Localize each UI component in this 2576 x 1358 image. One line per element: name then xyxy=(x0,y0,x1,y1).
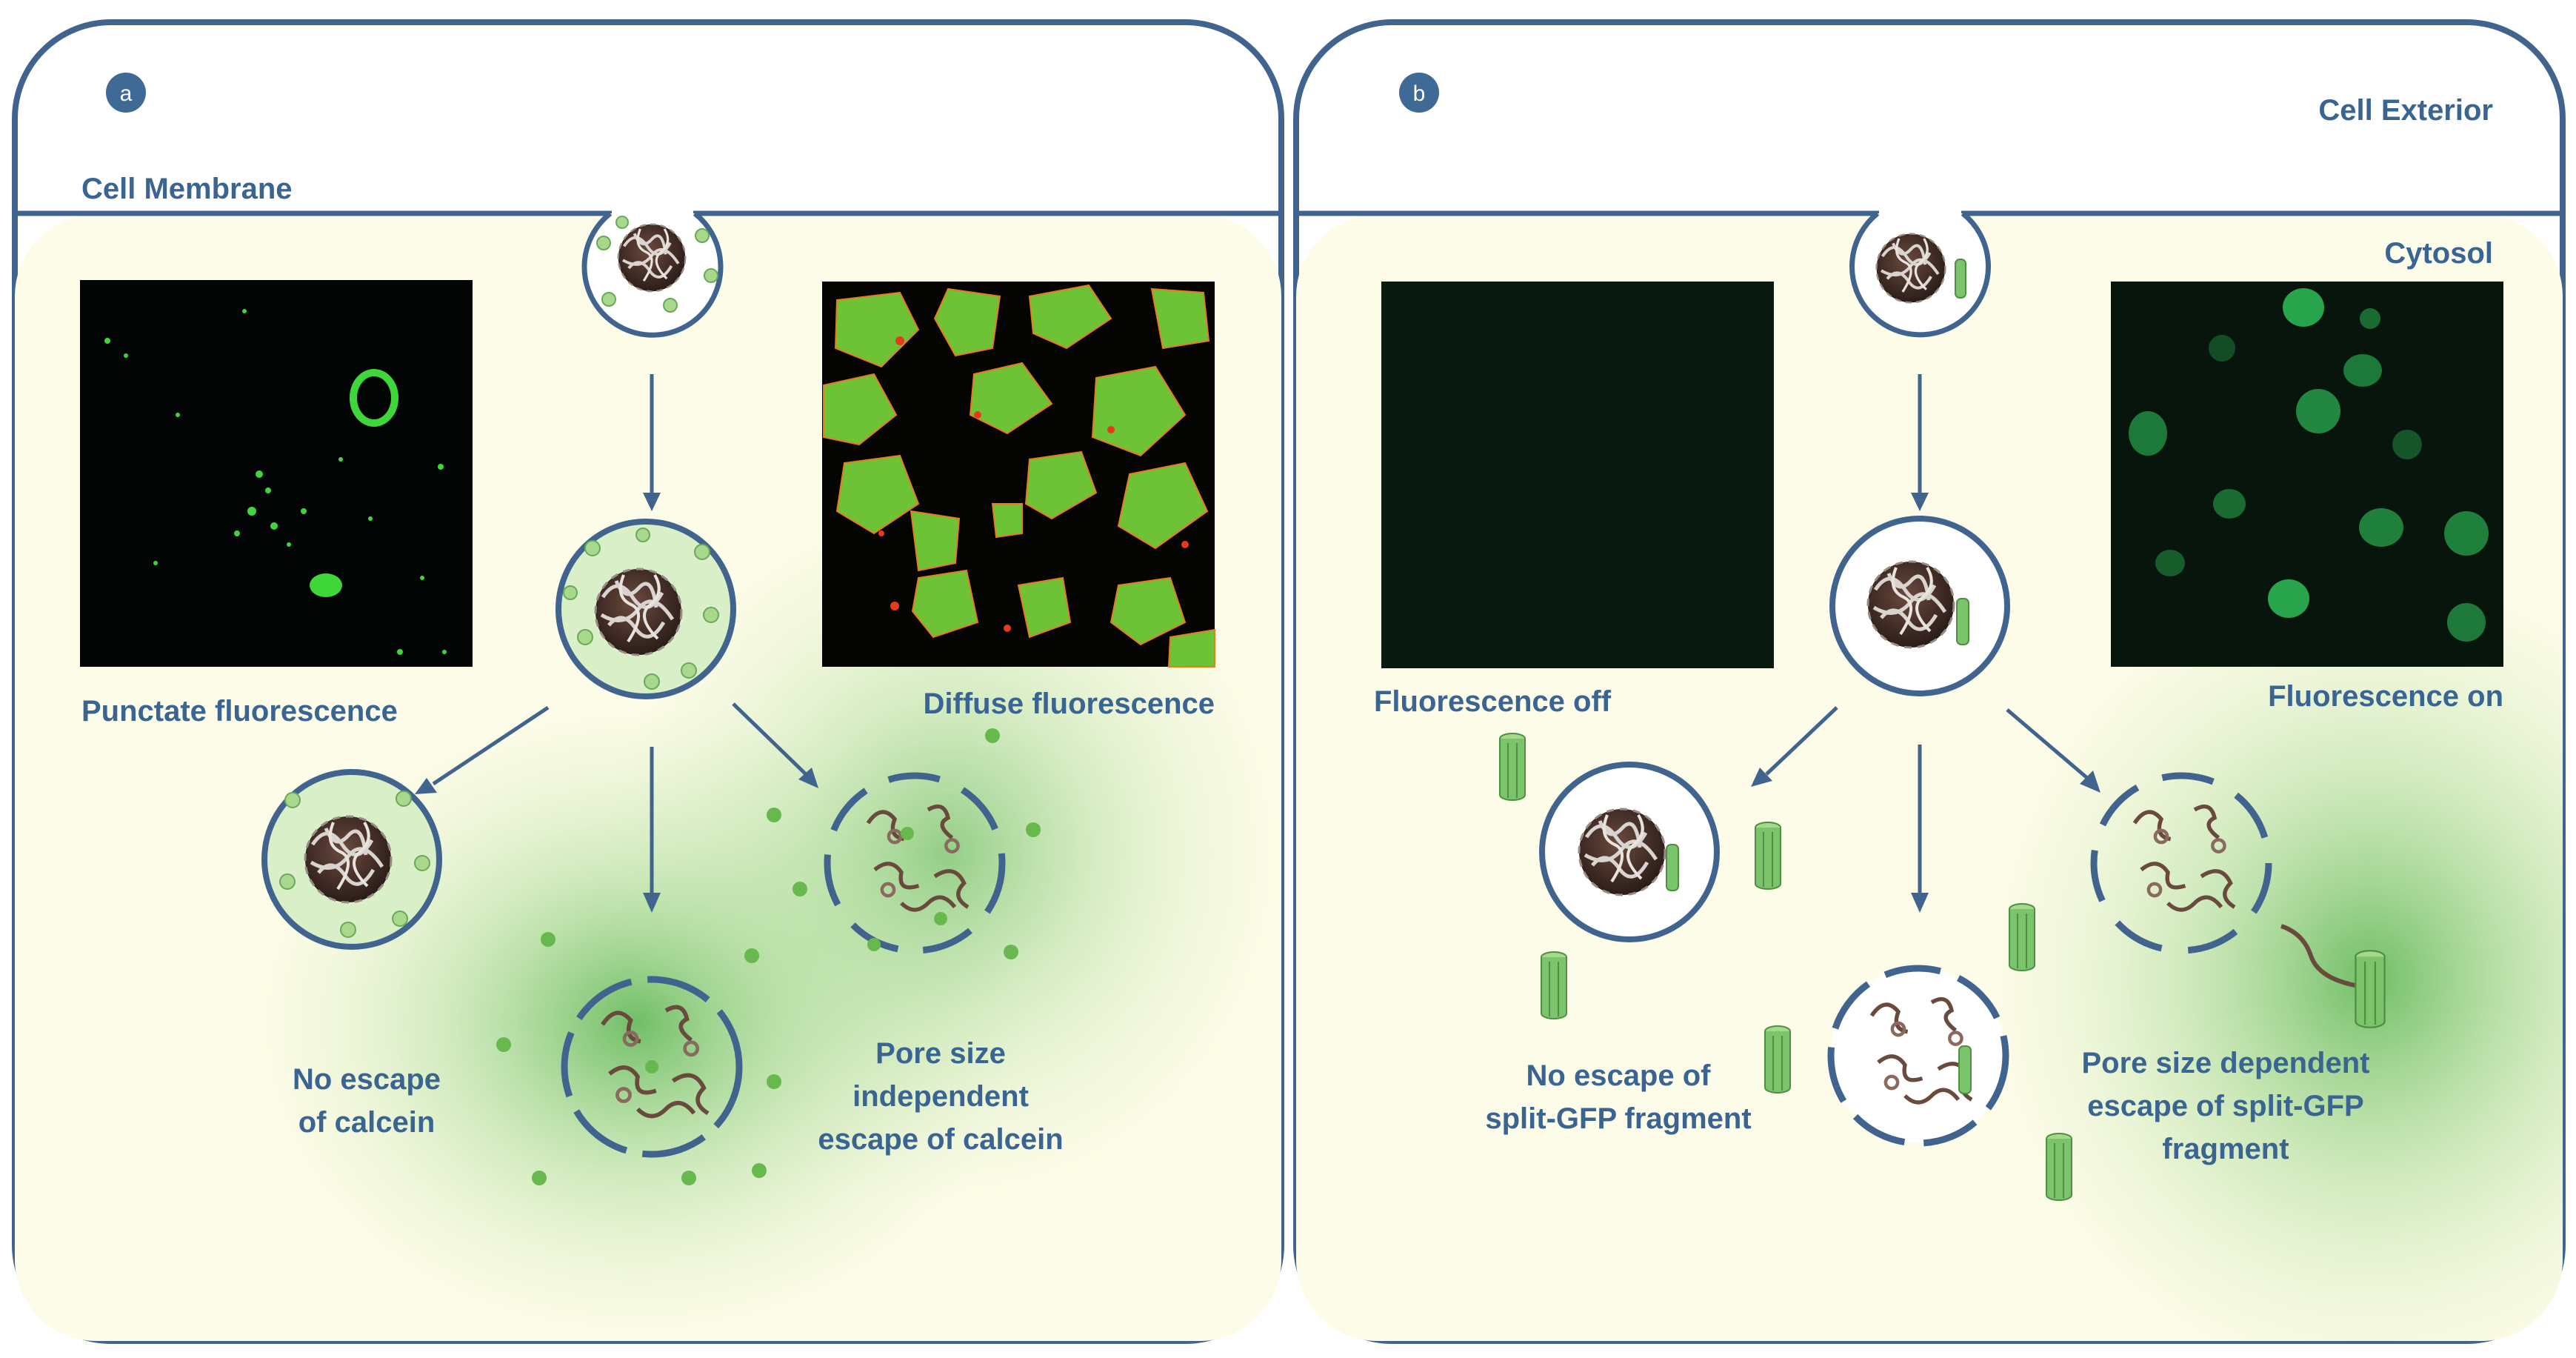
endosome-loaded-b xyxy=(1829,516,2010,696)
arrow-b-right-head xyxy=(2080,770,2100,793)
endosome-ruptured-right-a xyxy=(767,728,1041,959)
gfp-fragment-2 xyxy=(1755,822,1781,890)
gfp-fragment-1 xyxy=(1499,733,1526,801)
no-escape-calcein-line2: of calcein xyxy=(298,1106,436,1139)
panel-b-badge-text: b xyxy=(1413,81,1426,106)
arrow-a-left-head xyxy=(415,778,437,794)
endosome-entering-a xyxy=(581,209,724,338)
exterior-label: Cell Exterior xyxy=(2318,94,2493,127)
arrow-b-right xyxy=(2006,708,2089,779)
no-escape-gfp-line1: No escape of xyxy=(1526,1059,1712,1092)
pore-dependent-line3: fragment xyxy=(2162,1133,2289,1165)
diffuse-label: Diffuse fluorescence xyxy=(924,688,1215,720)
arrow-b-left xyxy=(1765,706,1838,776)
panel-b-badge xyxy=(1399,73,1439,113)
endosome-no-escape-b xyxy=(1539,762,1720,942)
endosome-loaded-a xyxy=(555,519,736,699)
micrograph-diffuse xyxy=(822,282,1215,668)
endosome-ruptured-center-b xyxy=(1827,965,2009,1147)
endosome-ruptured-right-b xyxy=(2090,772,2356,988)
gfp-fragment-3 xyxy=(1541,951,1567,1019)
pore-independent-line1: Pore size xyxy=(875,1037,1006,1070)
arrow-a-left xyxy=(432,705,550,786)
pore-independent-line2: independent xyxy=(852,1080,1029,1113)
arrow-b-center-head xyxy=(1911,893,1929,913)
pore-dependent-line2: escape of split-GFP xyxy=(2087,1090,2363,1122)
no-escape-gfp-line2: split-GFP fragment xyxy=(1485,1102,1751,1135)
gfp-fragment-4 xyxy=(2009,903,2035,971)
gfp-fragment-5 xyxy=(1764,1025,1791,1094)
off-label: Fluorescence off xyxy=(1374,685,1612,718)
gfp-fragment-6 xyxy=(2046,1133,2072,1201)
arrow-b-down-1-head xyxy=(1911,493,1929,511)
micrograph-on xyxy=(2111,282,2503,667)
arrow-a-right xyxy=(732,702,807,776)
micrograph-punctate xyxy=(80,280,473,667)
membrane-label: Cell Membrane xyxy=(81,173,293,205)
panel-a-badge xyxy=(106,73,146,113)
pore-independent-line3: escape of calcein xyxy=(818,1123,1063,1156)
panel-a-badge-text: a xyxy=(120,81,133,106)
panel-a: a Cell Membrane Punctate fluorescence xyxy=(12,19,1284,1344)
on-label: Fluorescence on xyxy=(2268,680,2503,713)
micrograph-off xyxy=(1381,282,1774,668)
arrow-a-right-head xyxy=(798,768,818,788)
panel-b: b Cell Exterior Cytosol Fluorescence off xyxy=(1293,19,2566,1344)
arrow-b-left-head xyxy=(1751,768,1772,787)
punctate-label: Punctate fluorescence xyxy=(81,695,398,728)
cytosol-label: Cytosol xyxy=(2384,237,2493,270)
endosome-entering-b xyxy=(1849,209,1991,338)
pore-dependent-line1: Pore size dependent xyxy=(2082,1047,2370,1079)
endosome-ruptured-center-a xyxy=(496,932,781,1185)
gfp-fragment-7 xyxy=(2355,950,2386,1028)
no-escape-calcein-line1: No escape xyxy=(293,1063,441,1096)
arrow-a-down-1-head xyxy=(643,493,661,511)
endosome-no-escape-a xyxy=(261,769,442,950)
arrow-a-center-head xyxy=(643,893,661,913)
